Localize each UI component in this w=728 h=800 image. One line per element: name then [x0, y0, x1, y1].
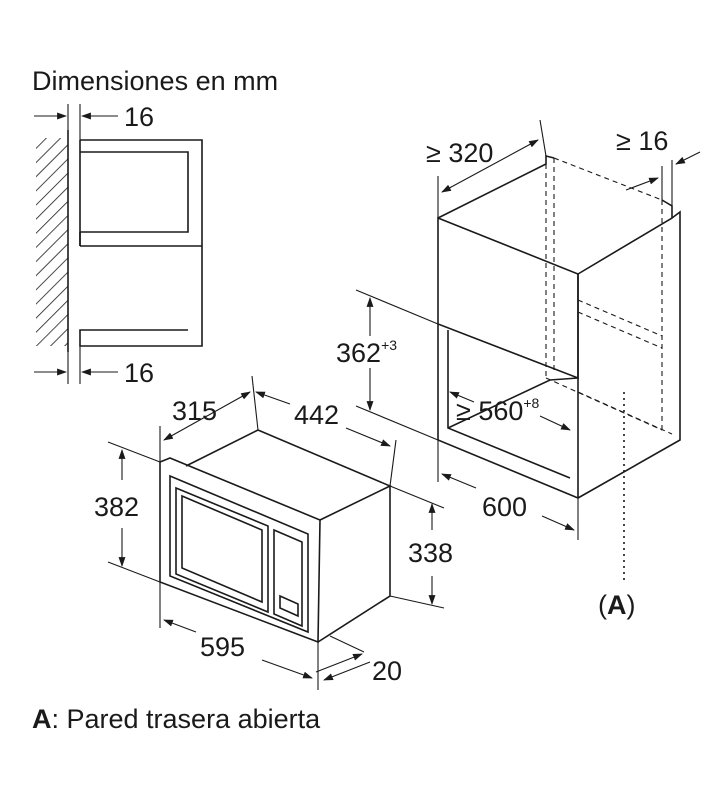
side-gap-arrow-left: [625, 177, 659, 191]
niche-height-tolerance: +3: [381, 337, 397, 353]
niche-width-arrow-left: [449, 391, 475, 403]
front-width-arrow-right: [261, 659, 313, 679]
open-back-marker: (A): [598, 590, 636, 620]
front-width-arrow-left: [163, 619, 197, 633]
hidden-top-back: [553, 157, 663, 201]
wall-hatching: [36, 138, 68, 346]
top-width-label: 442: [294, 400, 339, 430]
hidden-bottom-line: [577, 391, 673, 435]
outer-width-label: 600: [482, 492, 527, 522]
side-gap-label: ≥ 16: [616, 126, 668, 156]
frame-depth-arrow-b: [323, 661, 371, 681]
top-gap-label: 16: [124, 102, 154, 132]
top-depth-dimension-line: [441, 139, 539, 193]
microwave-control-panel: [273, 528, 303, 628]
back-height-extension-bottom: [389, 595, 445, 609]
niche-width-tolerance: +8: [523, 395, 539, 411]
front-width-label: 595: [200, 632, 245, 662]
top-width-extension-right: [389, 439, 397, 487]
outer-width-arrow-right: [541, 515, 575, 531]
niche-height-extension-bottom: [355, 405, 439, 441]
niche-height-value: 362: [336, 338, 381, 368]
niche-height-label: 362+3: [336, 337, 397, 368]
niche-width-arrow-right: [539, 415, 571, 431]
microwave-top-face: [185, 429, 392, 521]
top-width-arrow-right: [345, 427, 391, 447]
top-depth-extension-back: [539, 119, 547, 157]
niche-height-extension-top: [355, 289, 439, 325]
microwave-window-inner: [181, 494, 263, 604]
side-cabinet-outline: [79, 139, 203, 347]
side-gap-arrow-right: [675, 151, 701, 165]
legend-description: : Pared trasera abierta: [52, 704, 322, 734]
top-depth-label: ≥ 320: [426, 138, 493, 168]
open-back-marker-key: A: [607, 590, 627, 620]
niche-width-value: ≥ 560: [456, 396, 523, 426]
microwave-drawing: 315 442 382 338 595 20: [94, 375, 453, 690]
depth-dimension-line: [163, 391, 251, 441]
microwave-window-outer: [175, 486, 269, 614]
cabinet-upper-front: [437, 216, 579, 380]
cabinet-drawing: (A) ≥ 320 ≥ 16 362+3 ≥ 560+8 600: [336, 119, 701, 620]
microwave-display: [279, 594, 299, 618]
cabinet-top-right-edge: [577, 199, 673, 275]
frame-depth-extension: [329, 635, 365, 653]
hidden-mid-shelf-2: [577, 311, 663, 349]
side-detail: 16 16: [34, 102, 203, 388]
legend-text: A: Pared trasera abierta: [32, 704, 321, 734]
outer-width-arrow-left: [441, 473, 477, 489]
depth-label: 315: [172, 396, 217, 426]
back-height-extension-top: [389, 485, 445, 509]
microwave-right-side: [317, 486, 391, 643]
depth-extension-back: [251, 375, 259, 431]
legend-key: A: [32, 704, 52, 734]
hidden-mid-shelf-1: [577, 299, 663, 337]
microwave-door: [169, 474, 309, 634]
side-cabinet-upper: [80, 151, 189, 233]
microwave-front-frame: [159, 457, 321, 644]
niche-width-label: ≥ 560+8: [456, 395, 540, 426]
back-height-label: 338: [408, 538, 453, 568]
cabinet-right-side: [577, 210, 681, 499]
diagram-title: Dimensiones en mm: [32, 66, 278, 96]
front-height-extension-top: [107, 441, 161, 463]
top-width-arrow-left: [255, 391, 291, 405]
frame-depth-label: 20: [372, 656, 402, 686]
bottom-gap-label: 16: [124, 358, 154, 388]
front-height-extension-bottom: [107, 561, 161, 583]
front-height-label: 382: [94, 492, 139, 522]
hidden-back-bottom: [545, 377, 663, 431]
frame-depth-arrow-a: [315, 653, 363, 673]
